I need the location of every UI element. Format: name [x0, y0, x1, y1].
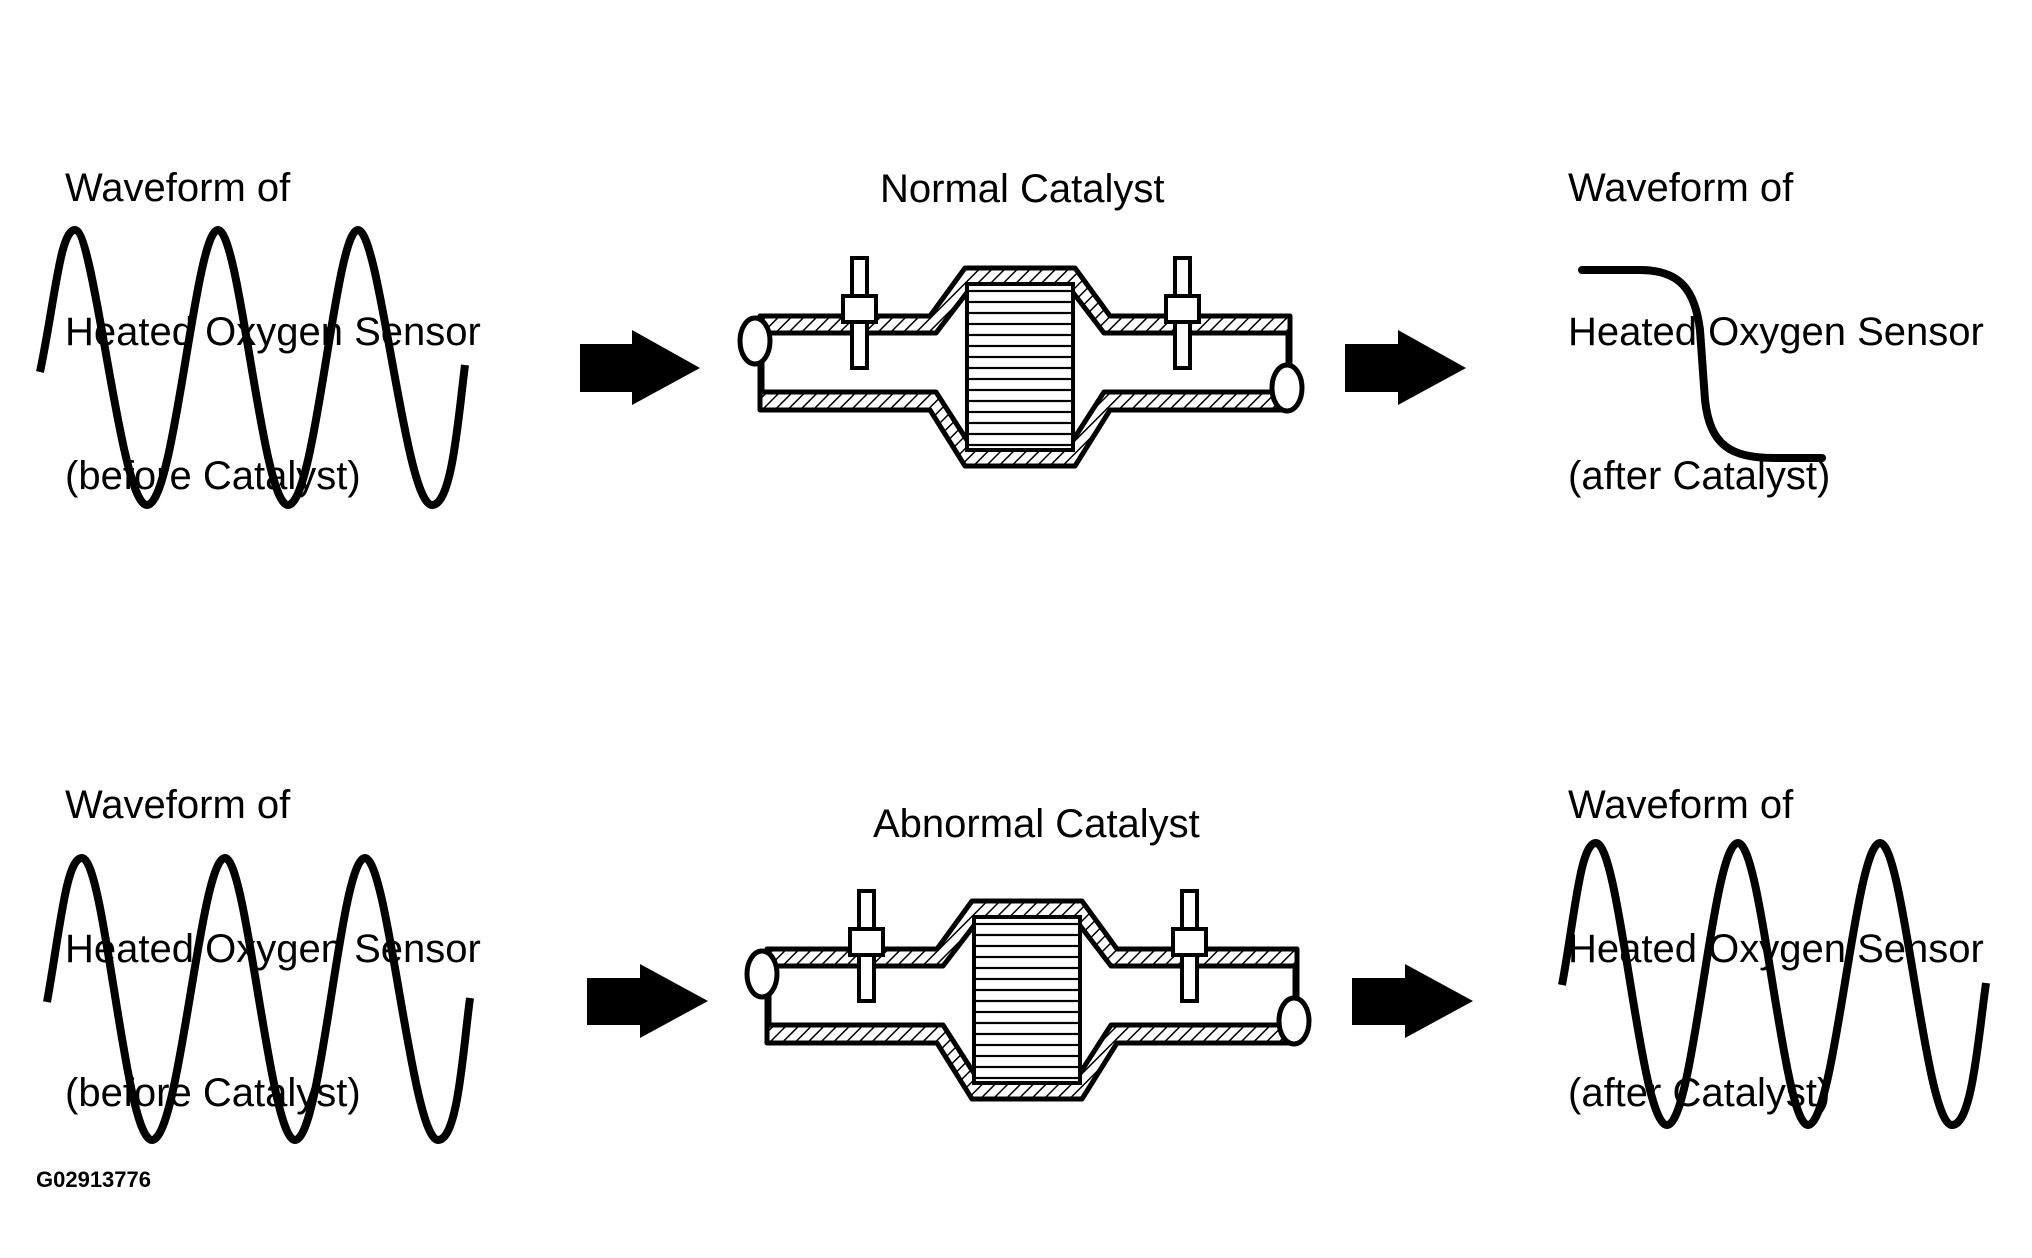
row2-arrow-out — [1352, 964, 1473, 1038]
row1-catalyst-label: Normal Catalyst — [880, 167, 1165, 211]
row2-after-label-line2: Heated Oxygen Sensor — [1568, 927, 1984, 971]
row1-catalyst-drawing — [737, 256, 1305, 469]
row2-before-label-line2: Heated Oxygen Sensor — [65, 927, 481, 971]
row2-after-label: Waveform of Heated Oxygen Sensor (after … — [1568, 685, 1984, 1165]
figure-code: G02913776 — [36, 1167, 151, 1192]
row2-catalyst-drawing — [744, 889, 1312, 1102]
row2-before-waveform — [43, 854, 474, 1144]
row1-before-waveform — [36, 226, 469, 509]
row2-arrow-in — [587, 964, 708, 1038]
row1-after-label-line2: Heated Oxygen Sensor — [1568, 310, 1984, 354]
row1-after-waveform — [1578, 266, 1826, 462]
row2-after-waveform — [1558, 839, 1990, 1129]
row1-arrow-in — [580, 330, 700, 405]
row1-arrow-out — [1345, 330, 1466, 405]
row2-after-label-line3: (after Catalyst) — [1568, 1071, 1831, 1115]
row1-after-label-line1: Waveform of — [1568, 166, 1794, 210]
row1-after-label: Waveform of Heated Oxygen Sensor (after … — [1568, 68, 1984, 548]
row1-before-label-line1: Waveform of — [65, 166, 291, 210]
row2-before-label-line1: Waveform of — [65, 783, 291, 827]
row2-catalyst-label: Abnormal Catalyst — [873, 802, 1200, 846]
row1-before-label-line2: Heated Oxygen Sensor — [65, 310, 481, 354]
row2-after-label-line1: Waveform of — [1568, 783, 1794, 827]
row1-after-label-line3: (after Catalyst) — [1568, 454, 1831, 498]
